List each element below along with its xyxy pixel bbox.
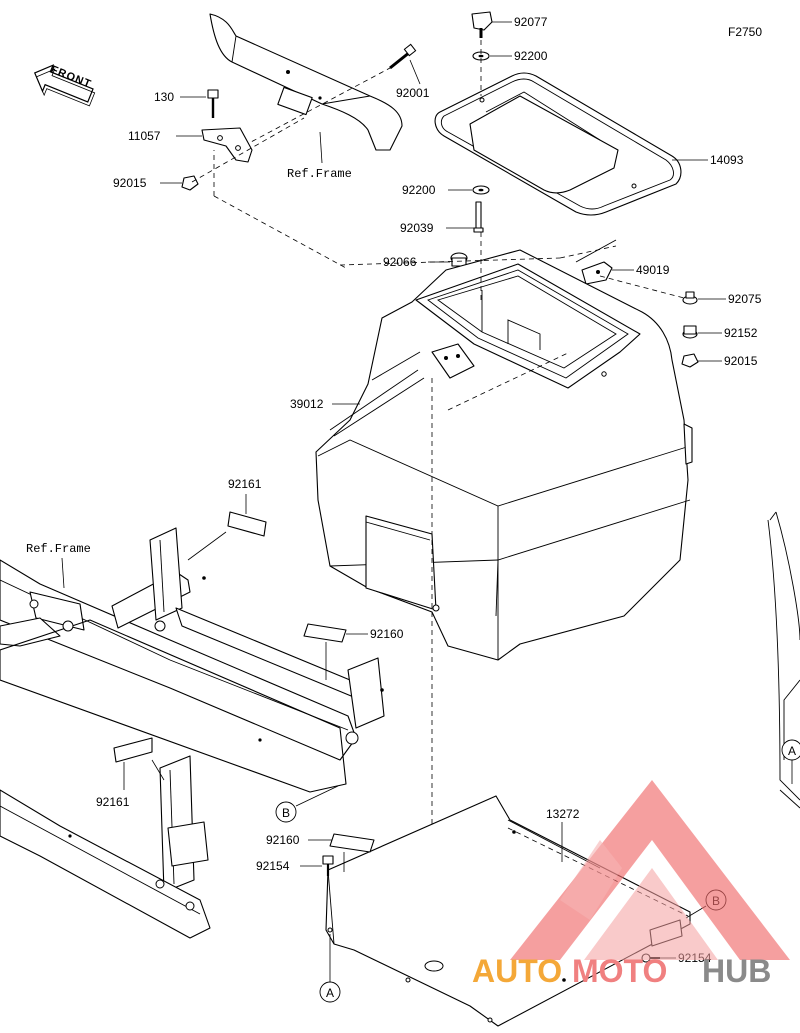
part-label-92066: 92066 [383,255,417,269]
callout-a-right: A [781,739,800,761]
storage-box-39012 [315,249,693,661]
part-label-92160-bottom: 92160 [266,833,300,847]
latch-49019 [581,261,613,285]
part-label-92161-bottom: 92161 [96,795,130,809]
key-92077 [471,11,493,38]
ref-frame-left-label: Ref.Frame [26,542,91,556]
watermark-moto: MOTO [572,953,667,989]
callout-a-bottom: A [319,981,341,1003]
lid-14093 [434,72,682,216]
part-label-92160-mid: 92160 [370,627,404,641]
part-label-92154-left: 92154 [256,859,290,873]
front-arrow-icon [33,64,96,107]
part-label-92200-top: 92200 [514,49,548,63]
watermark-hub: HUB [702,953,771,989]
part-label-49019: 49019 [636,263,670,277]
pad-92161-bottom [113,737,153,763]
part-label-11057: 11057 [128,129,161,143]
top-frame-rail [209,13,403,151]
bolt-92154-left [322,855,334,876]
svg-text:A: A [326,986,334,1000]
bolt-130 [207,89,219,118]
part-label-92075: 92075 [728,292,762,306]
part-label-92015-left: 92015 [113,176,147,190]
part-label-92015-right: 92015 [724,354,758,368]
part-label-92077: 92077 [514,15,548,29]
part-label-14093: 14093 [710,153,744,167]
svg-text:B: B [282,806,290,820]
pad-92160-bottom [329,833,375,853]
part-label-130: 130 [154,90,174,104]
ref-frame-top-label: Ref.Frame [287,167,352,181]
part-label-39012: 39012 [290,397,324,411]
part-label-92039: 92039 [400,221,434,235]
nut-92015-left [181,175,199,191]
pad-92161-top [227,511,267,537]
watermark-logo [510,780,790,960]
right-frame-partial [767,511,800,809]
watermark-auto: AUTO [472,953,562,989]
bolt-92001 [389,43,417,70]
part-label-13272: 13272 [546,807,580,821]
clip-92075 [682,291,698,305]
pin-92039 [473,201,484,233]
part-label-92152: 92152 [724,326,758,340]
figure-code: F2750 [728,25,762,39]
grommet-92066 [450,252,468,267]
collar-92152 [682,325,698,339]
nut-92015-right [681,353,699,368]
svg-text:A: A [788,744,796,758]
part-label-92161-top: 92161 [228,477,262,491]
part-label-92001: 92001 [396,86,430,100]
pad-92160-mid [303,623,347,643]
left-frame-assembly [0,527,385,939]
part-label-92200-mid: 92200 [402,183,436,197]
bracket-11057 [201,127,253,163]
callout-b-mid: B [275,801,297,823]
